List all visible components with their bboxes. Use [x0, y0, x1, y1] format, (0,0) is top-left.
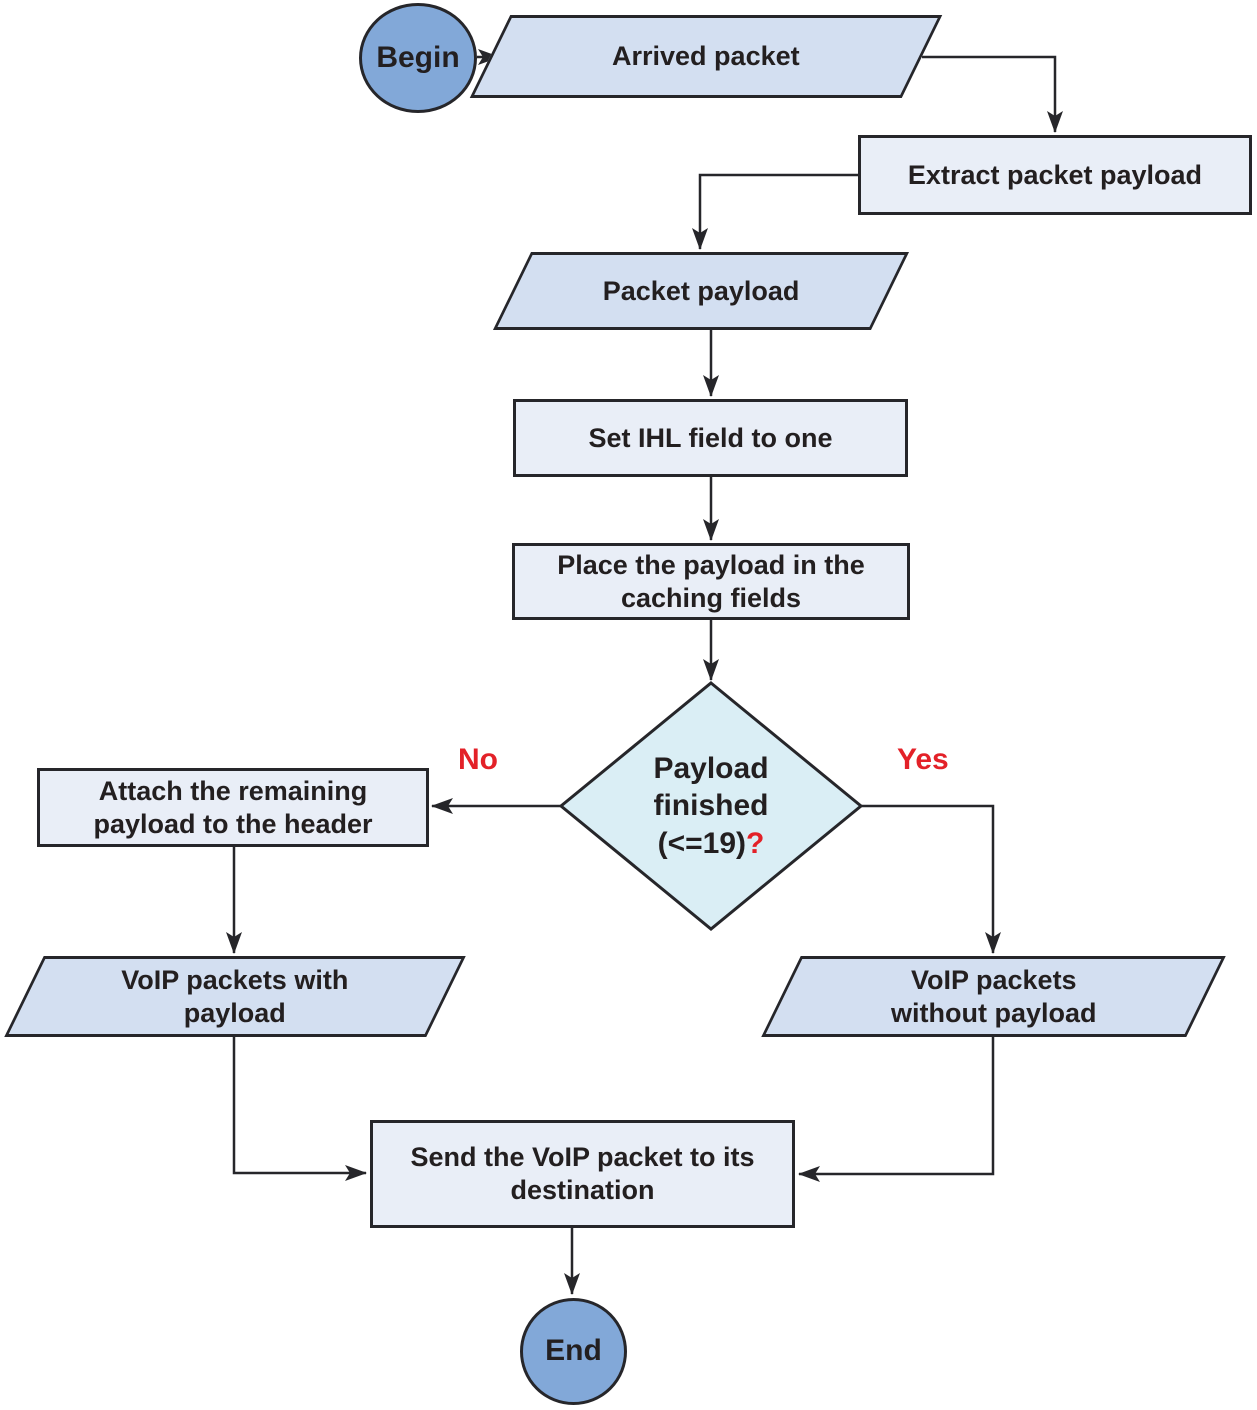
decision-question-mark: ? [746, 826, 765, 860]
branch-label-yes: Yes [897, 743, 949, 776]
node-begin: Begin [359, 3, 477, 113]
node-packet-payload: Packet payload [492, 252, 910, 330]
node-send-packet: Send the VoIP packet to its destination [370, 1120, 795, 1228]
node-end: End [520, 1298, 627, 1405]
edge-extract-to-packet-payload [692, 173, 858, 250]
node-decision-payload-finished: Payload finished (<=19)? [601, 742, 821, 870]
node-voip-without-payload: VoIP packets without payload [761, 956, 1226, 1037]
node-packet-payload-label: Packet payload [602, 275, 800, 306]
node-extract-payload: Extract packet payload [858, 135, 1252, 215]
node-set-ihl: Set IHL field to one [513, 399, 908, 477]
node-voip-with-payload-label: VoIP packets with payload [121, 964, 349, 1028]
node-extract-payload-label: Extract packet payload [907, 159, 1203, 190]
decision-line-3: (<=19)? [657, 826, 765, 860]
node-attach-remaining-label: Attach the remaining payload to the head… [93, 775, 373, 839]
decision-line-2: finished [653, 789, 769, 823]
node-begin-label: Begin [376, 40, 460, 74]
node-arrived-packet-label: Arrived packet [612, 41, 800, 72]
edge-arrived-packet-to-extract [922, 55, 1063, 133]
node-set-ihl-label: Set IHL field to one [588, 422, 833, 453]
node-send-packet-label: Send the VoIP packet to its destination [410, 1142, 755, 1205]
node-attach-remaining: Attach the remaining payload to the head… [37, 768, 429, 847]
edge-voip-with-to-send [232, 1037, 367, 1181]
node-voip-without-payload-label: VoIP packets without payload [890, 964, 1097, 1028]
edge-voip-without-to-send [798, 1037, 995, 1182]
decision-line-1: Payload [653, 751, 769, 785]
node-place-payload: Place the payload in the caching fields [512, 543, 910, 620]
decision-diamond-shape [558, 681, 864, 931]
branch-label-no: No [458, 743, 498, 776]
node-end-label: End [545, 1334, 602, 1368]
node-place-payload-label: Place the payload in the caching fields [557, 549, 865, 613]
node-voip-with-payload: VoIP packets with payload [4, 956, 466, 1037]
node-arrived-packet: Arrived packet [469, 15, 943, 98]
edge-decision-yes-to-voip-without [861, 804, 1001, 954]
